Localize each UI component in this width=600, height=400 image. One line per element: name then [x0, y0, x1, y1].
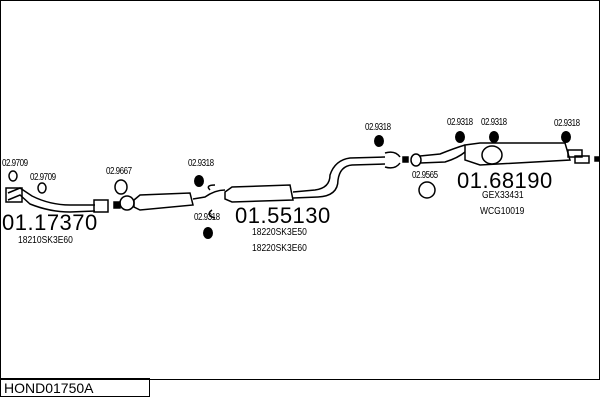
accessory-label: 02.9318: [188, 158, 214, 169]
accessory-label: 02.9709: [2, 158, 28, 169]
accessory-label: 02.9318: [447, 117, 473, 128]
gasket-ring: [119, 195, 135, 211]
accessory-label: 02.9318: [194, 212, 220, 223]
oem-number: GEX33431: [482, 190, 524, 201]
accessory-label: 02.9709: [30, 172, 56, 183]
oem-number: 18220SK3E50: [252, 227, 307, 238]
oem-number: 18210SK3E60: [18, 235, 73, 246]
reference-code: HOND01750A: [0, 378, 150, 397]
accessory-label: 02.9565: [412, 170, 438, 181]
front-pipe: [7, 187, 95, 206]
accessory-label: 02.9667: [106, 166, 132, 177]
mid-silencer-2: [224, 184, 294, 203]
part-number: 01.55130: [235, 203, 331, 228]
part-number: 01.68190: [457, 168, 553, 193]
mid-silencer-1: [133, 192, 194, 211]
accessory-label: 02.9318: [481, 117, 507, 128]
oem-number: 18220SK3E60: [252, 243, 307, 254]
accessory-label: 02.9318: [365, 122, 391, 133]
part-number: 01.17370: [2, 210, 98, 235]
rear-silencer: [464, 142, 571, 166]
accessory-label: 02.9318: [554, 118, 580, 129]
front-flange: [5, 187, 23, 203]
oem-number: WCG10019: [480, 206, 525, 217]
